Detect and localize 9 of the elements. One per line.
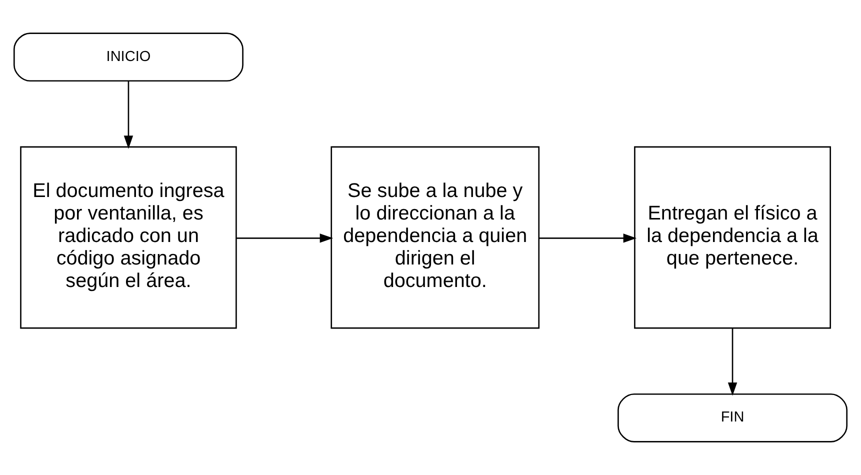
arrow (539, 234, 637, 243)
node-box: Entregan el físico a la dependencia a la que pertenece. (634, 146, 831, 329)
arrow (124, 81, 134, 149)
node-box: INICIO (13, 32, 244, 82)
node-box: FIN (618, 393, 848, 442)
node-box: Se sube a la nube y lo direccionan a la dependencia a quien dirigen el documento. (330, 146, 540, 329)
arrow (728, 328, 738, 396)
node-box: El documento ingresa por ventanilla, es radicado con un código asignado según el área. (20, 146, 237, 329)
arrow (236, 234, 334, 243)
